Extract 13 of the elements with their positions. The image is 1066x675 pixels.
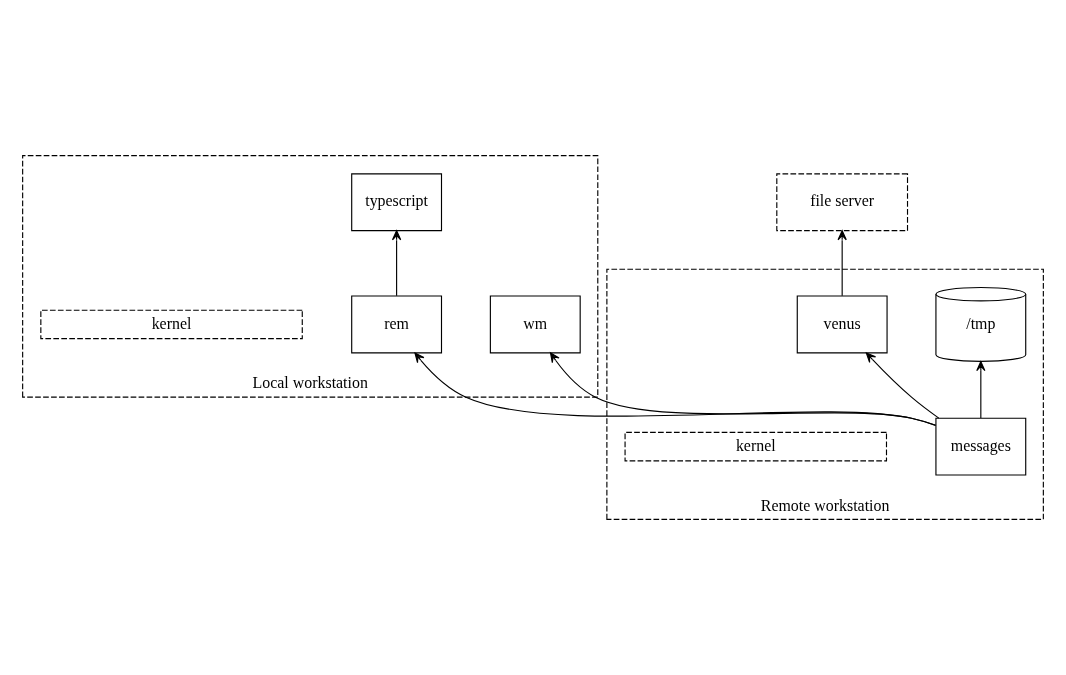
node-box: file server [776, 173, 909, 232]
node-box: wm [489, 295, 581, 354]
node-box: kernel [40, 309, 303, 340]
node-box: typescript [351, 173, 443, 232]
node-box: messages [935, 417, 1027, 476]
node-box: kernel [624, 431, 888, 462]
arrow [391, 230, 402, 297]
arrow [414, 352, 937, 426]
arrow [976, 361, 986, 419]
arrow [865, 352, 940, 419]
node-box: rem [351, 295, 443, 354]
arrow [837, 230, 847, 297]
node-box: venus [796, 295, 888, 354]
